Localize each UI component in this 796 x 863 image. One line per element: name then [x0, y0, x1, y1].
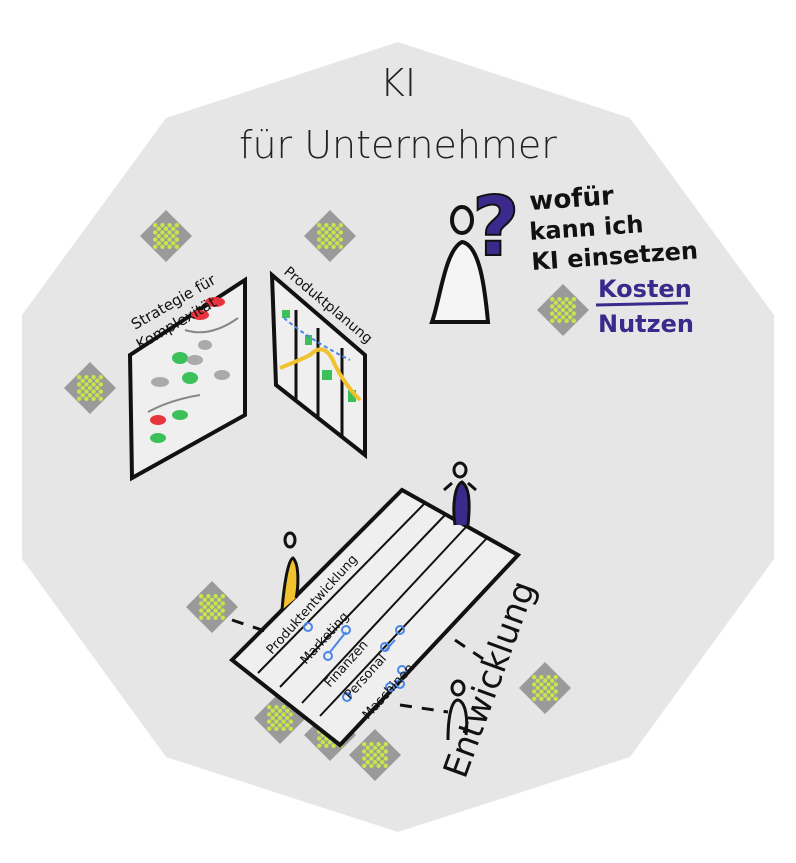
ai-chip-icon: [537, 284, 589, 336]
ai-chip-icon: [519, 662, 571, 714]
ai-chip-icon: [64, 362, 116, 414]
process-table: [228, 487, 522, 748]
title-line2: für Unternehmer: [239, 123, 557, 167]
connector-lines: [231, 618, 493, 714]
cost-label: Kosten: [598, 275, 692, 303]
ai-chip-icon: [304, 210, 356, 262]
benefit-label: Nutzen: [598, 310, 694, 338]
decagon-background: [22, 42, 774, 832]
planning-board: [269, 270, 367, 460]
question-mark-icon: ?: [472, 180, 520, 275]
ai-chip-icon: [186, 581, 238, 633]
thinking-person-icon: [429, 205, 491, 324]
ai-chip-icon: [140, 210, 192, 262]
person-purple-icon: [443, 461, 477, 526]
fraction-line: [595, 301, 689, 307]
person-outline-icon: [446, 679, 469, 741]
ai-chip-icon: [349, 729, 401, 781]
title-line1: KI: [380, 61, 416, 105]
question-line1: wofür: [528, 181, 615, 217]
strategy-board: [127, 276, 247, 482]
person-yellow-icon: [280, 531, 300, 611]
